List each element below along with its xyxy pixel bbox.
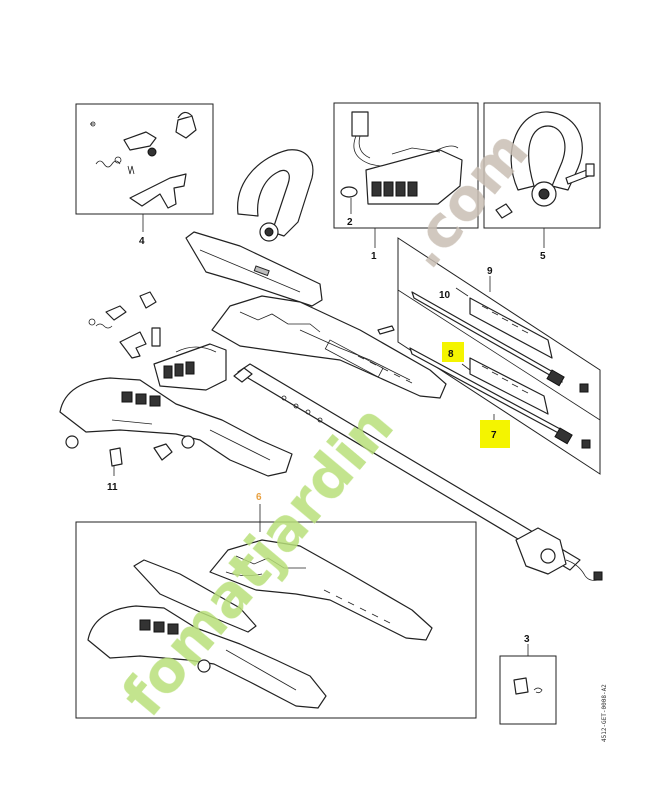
drive-tube-center: 11 (107, 363, 603, 581)
inset-box-5: 5 (483, 102, 601, 262)
highlight-box-7 (480, 420, 510, 448)
callout-1: 1 (371, 251, 377, 262)
inset-box-4: 4 (75, 103, 214, 247)
cable-kit-panel (397, 237, 601, 475)
callout-2: 2 (347, 217, 353, 228)
callout-6: 6 (256, 492, 262, 503)
housing-half-lower (59, 377, 293, 477)
front-handle-loop (237, 149, 314, 242)
inset-box-1: 2 1 (333, 102, 479, 262)
housing-half-middle (211, 295, 447, 399)
housing-cover-upper (185, 231, 323, 307)
callout-11: 11 (107, 482, 118, 493)
callout-7: 7 (491, 430, 497, 441)
drawing-code: 4512-GET-0008-A2 (601, 684, 608, 742)
callout-3: 3 (524, 634, 530, 645)
callout-9: 9 (487, 266, 493, 277)
small-parts-left (88, 291, 227, 391)
callout-4: 4 (139, 236, 145, 247)
highlight-box-8 (442, 342, 464, 362)
callout-10: 10 (439, 290, 451, 301)
inset-box-3: 3 (499, 634, 557, 725)
callout-8: 8 (448, 349, 454, 360)
inset-box-6 (75, 504, 477, 719)
callout-5: 5 (540, 251, 546, 262)
